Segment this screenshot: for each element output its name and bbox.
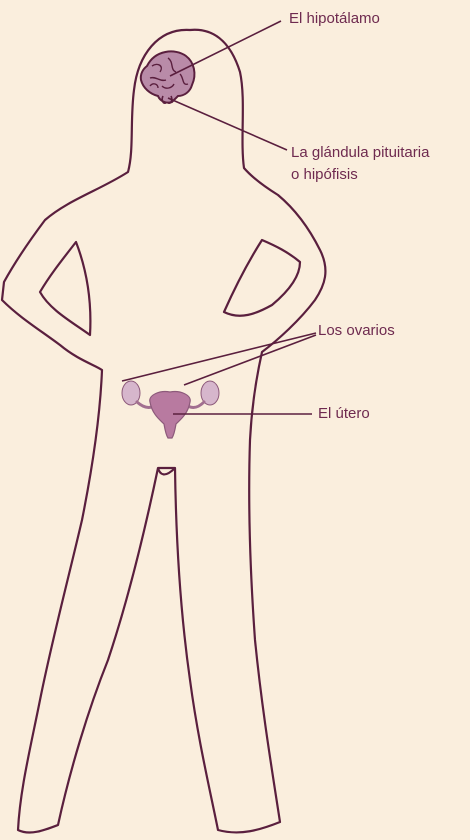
right-arm-gap — [222, 238, 302, 317]
label-pituitary-line2: o hipófisis — [291, 166, 358, 183]
label-hypothalamus: El hipotálamo — [289, 10, 380, 27]
ovaries-organ — [121, 380, 220, 409]
uterus-organ — [149, 390, 191, 439]
label-ovaries: Los ovarios — [318, 322, 395, 339]
leg-gap — [156, 467, 176, 476]
leader-ovaries-right — [183, 334, 317, 386]
label-pituitary-line1: La glándula pituitaria — [291, 144, 430, 161]
leader-pituitary — [167, 97, 288, 151]
label-uterus: El útero — [318, 405, 370, 422]
leader-hypothalamus — [169, 20, 282, 77]
body-silhouette — [0, 28, 327, 834]
brain-organ — [139, 50, 196, 104]
leader-ovaries-left — [121, 332, 317, 382]
left-arm-gap — [38, 240, 92, 337]
